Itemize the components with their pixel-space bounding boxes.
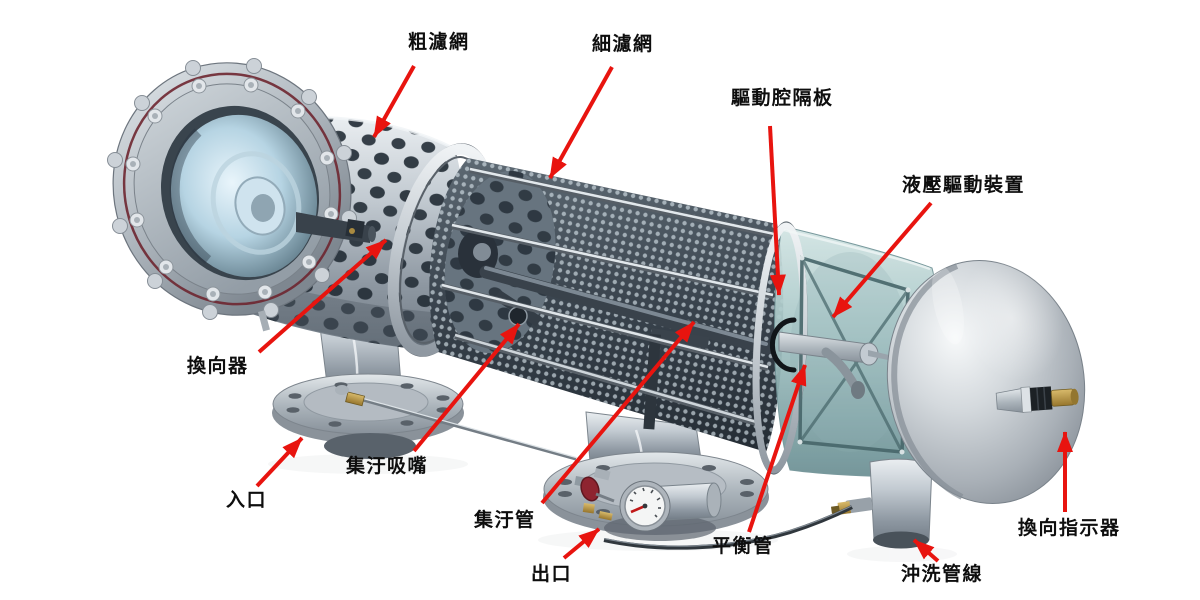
label-dirt-suction-nozzle: 集汙吸嘴	[346, 456, 429, 477]
gauge-ticks	[629, 487, 661, 518]
arrow-coarse-screen	[372, 65, 416, 138]
annotation-arrows	[255, 65, 1074, 563]
end-dome	[886, 255, 1086, 504]
label-dirt-collection-pipe: 集汙管	[474, 510, 536, 531]
label-inlet: 入口	[226, 490, 268, 511]
flange-bolts	[125, 77, 339, 302]
label-drive-chamber-partition: 驅動腔隔板	[731, 88, 834, 109]
arrow-dirt-collection-pipe	[540, 320, 696, 505]
label-reversing-indicator: 換向指示器	[1018, 518, 1121, 539]
arrow-hydraulic-drive-unit	[831, 201, 933, 319]
arrow-inlet	[255, 436, 304, 488]
reversing-indicator-rod	[995, 386, 1079, 413]
arrow-drive-chamber-partition	[768, 125, 786, 296]
pressure-gauge	[619, 480, 722, 532]
arrow-outlet	[562, 527, 601, 560]
label-reverser: 換向器	[187, 356, 249, 377]
central-dirt-pipe	[479, 265, 773, 355]
arrow-flush-line	[912, 538, 940, 563]
gauge-needle	[630, 504, 646, 514]
label-balance-pipe: 平衡管	[712, 536, 774, 557]
piston-clamp-ring	[769, 317, 797, 373]
label-hydraulic-drive-unit: 液壓驅動裝置	[902, 175, 1026, 196]
outlet-leg	[543, 411, 769, 541]
arrow-dirt-suction-nozzle	[412, 322, 521, 453]
flange-lugs	[107, 58, 357, 320]
label-fine-screen: 細濾網	[592, 34, 654, 55]
label-flush-line: 沖洗管線	[901, 564, 984, 585]
dirt-discharge-rod	[335, 385, 577, 461]
cage-rods	[441, 167, 780, 427]
fine-screen-cage	[429, 158, 784, 452]
end-flange	[107, 58, 376, 332]
arrow-fine-screen	[548, 66, 614, 179]
self-cleaning-filter	[107, 58, 1086, 562]
reverser-mechanism	[296, 212, 376, 243]
arrow-balance-pipe	[747, 364, 807, 533]
balance-pipe-line	[603, 505, 853, 550]
drain-valve	[574, 468, 615, 521]
label-outlet: 出口	[531, 564, 573, 585]
hydraulic-drive-piston	[769, 317, 893, 399]
label-coarse-screen: 粗濾網	[408, 32, 470, 53]
arrow-reverser	[257, 238, 388, 354]
